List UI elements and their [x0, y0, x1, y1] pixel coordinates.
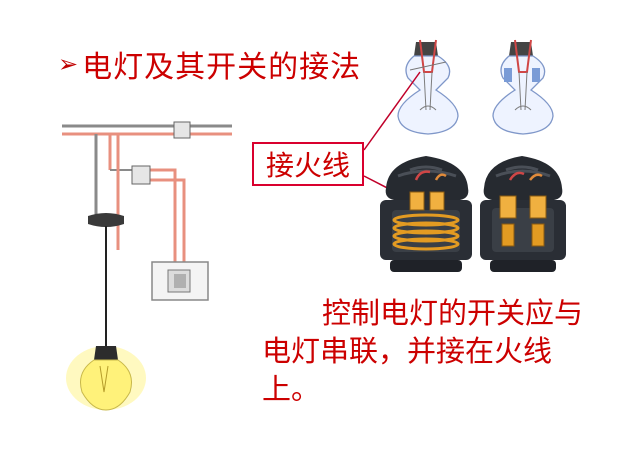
title-text: 电灯及其开关的接法 [82, 50, 362, 85]
live-wire-callout: 接火线 [252, 142, 364, 186]
bulb-base-wiring-left [397, 39, 459, 135]
junction-box [173, 121, 191, 139]
wall-switch-icon [151, 261, 209, 301]
lamp-socket-right [480, 156, 566, 272]
bullet-icon: ➢ [58, 50, 79, 78]
drop-wires [94, 134, 186, 262]
description-text: 控制电灯的开关应与电灯串联，并接在火线上。 [262, 296, 584, 406]
page-title: ➢ 电灯及其开关的接法 [58, 44, 362, 85]
bulb-base-wiring-right [492, 39, 554, 135]
callout-label: 接火线 [265, 149, 350, 182]
power-lines [62, 124, 232, 136]
lamp-socket-left [380, 156, 472, 272]
light-bulb-icon [66, 346, 146, 411]
ceiling-rose [88, 213, 124, 227]
